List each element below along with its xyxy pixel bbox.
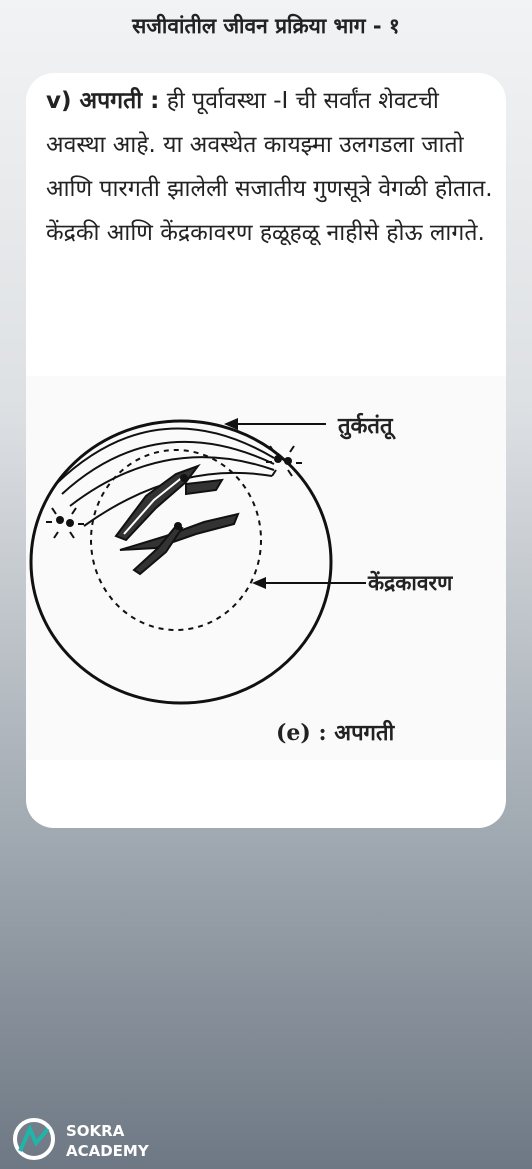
term-label: v) अपगती : xyxy=(46,88,160,114)
envelope-arrow-icon xyxy=(252,577,266,589)
brand-line1: SOKRA xyxy=(66,1122,125,1140)
anaphase-diagram: तुर्कतंतू केंद्रकावरण (e) : अपगती xyxy=(26,376,506,760)
centrosome-right xyxy=(266,445,302,477)
spindle-fibers xyxy=(55,427,275,527)
nuclear-envelope xyxy=(90,449,262,631)
figure-caption: (e) : अपगती xyxy=(276,719,395,746)
chromosomes xyxy=(114,463,240,576)
brand-line2: ACADEMY xyxy=(66,1142,149,1160)
brand-name: SOKRA ACADEMY xyxy=(66,1121,149,1161)
envelope-label: केंद्रकावरण xyxy=(367,570,453,595)
cell-membrane xyxy=(29,419,333,705)
page-title: सजीवांतील जीवन प्रक्रिया भाग - १ xyxy=(132,14,400,38)
description-text: ही पूर्वावस्था -I ची सर्वांत शेवटची अवस्… xyxy=(46,88,493,246)
sokra-logo-icon xyxy=(13,1118,55,1160)
spindle-arrow-icon xyxy=(224,418,238,430)
centrosome-left xyxy=(46,507,84,539)
description-paragraph: v) अपगती : ही पूर्वावस्था -I ची सर्वांत … xyxy=(46,79,496,255)
cell-illustration: तुर्कतंतू केंद्रकावरण (e) : अपगती xyxy=(29,412,453,746)
content-card: v) अपगती : ही पूर्वावस्था -I ची सर्वांत … xyxy=(26,73,506,828)
spindle-label: तुर्कतंतू xyxy=(337,412,397,440)
